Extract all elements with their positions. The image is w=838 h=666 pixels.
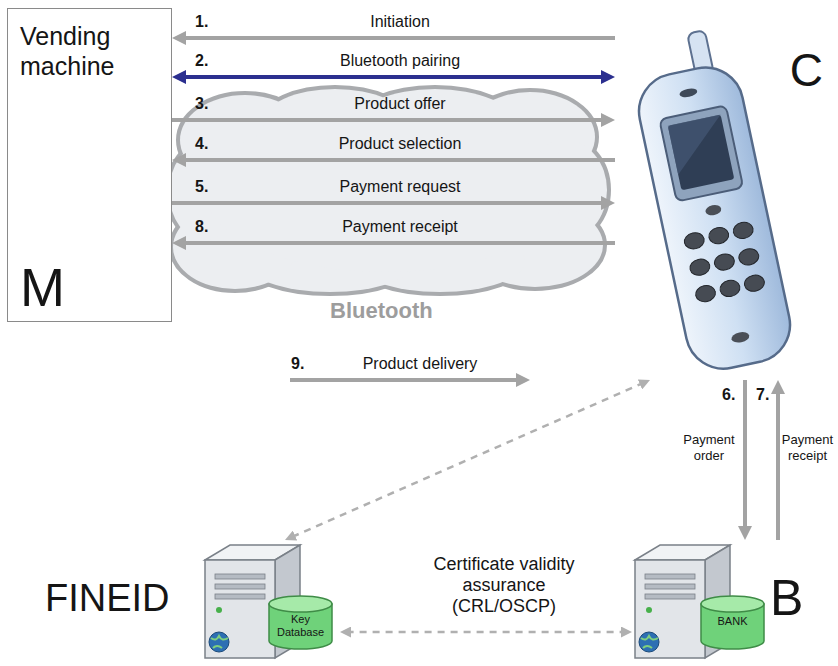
edge-label: Payment receipt bbox=[781, 432, 834, 464]
arrow-connector bbox=[743, 380, 747, 532]
step-number: 8. bbox=[195, 217, 208, 237]
database-label: Key Database bbox=[268, 613, 333, 639]
arrow-connector bbox=[180, 241, 615, 245]
arrow-connector bbox=[290, 378, 522, 382]
node-title: FINEID bbox=[45, 576, 170, 620]
arrow-connector bbox=[776, 388, 780, 540]
cloud-outline bbox=[169, 89, 607, 292]
step-number: 9. bbox=[291, 354, 304, 374]
step-number: 3. bbox=[195, 94, 208, 114]
database-label: BANK bbox=[700, 615, 765, 628]
edge-label: Payment request bbox=[300, 177, 500, 197]
edge-label: Product selection bbox=[300, 134, 500, 154]
database-cylinder bbox=[269, 596, 332, 649]
edge-label: Payment receipt bbox=[300, 217, 500, 237]
step-number: 6. bbox=[722, 385, 735, 405]
bank-database: BANK bbox=[700, 595, 765, 651]
cloud-fill bbox=[169, 89, 607, 292]
node-letter: M bbox=[20, 257, 65, 317]
arrow-connector bbox=[172, 201, 607, 205]
dashed-connector bbox=[291, 383, 644, 538]
step-number: 5. bbox=[195, 177, 208, 197]
edge-label: Product offer bbox=[300, 94, 500, 114]
edge-label: Bluetooth pairing bbox=[300, 51, 500, 71]
network-label: Bluetooth bbox=[330, 298, 433, 324]
step-number: 7. bbox=[756, 385, 769, 405]
bank-server: B BANK bbox=[632, 540, 832, 662]
arrow-connector bbox=[172, 118, 607, 122]
edge-label: Initiation bbox=[300, 12, 500, 32]
step-number: 4. bbox=[195, 134, 208, 154]
arrow-connector bbox=[180, 75, 606, 79]
node-title: Vending machine bbox=[20, 21, 165, 81]
step-number: 1. bbox=[195, 12, 208, 32]
arrow-connector bbox=[180, 158, 615, 162]
edge-label: Product delivery bbox=[330, 354, 510, 374]
fineid-server: FINEID Key Database bbox=[40, 540, 340, 662]
dashed-connector bbox=[347, 631, 626, 634]
vending-machine-box: Vending machineM bbox=[7, 8, 172, 322]
node-letter: B bbox=[770, 570, 803, 626]
key-database: Key Database bbox=[268, 595, 333, 651]
step-number: 2. bbox=[195, 51, 208, 71]
database-cylinder bbox=[701, 596, 764, 649]
phone-illustration bbox=[624, 25, 797, 375]
phone-device: C bbox=[615, 28, 833, 380]
arrow-connector bbox=[180, 36, 615, 40]
edge-label: Payment order bbox=[677, 432, 741, 464]
edge-label: Certificate validity assurance (CRL/OSCP… bbox=[418, 554, 590, 617]
node-letter: C bbox=[790, 44, 823, 96]
